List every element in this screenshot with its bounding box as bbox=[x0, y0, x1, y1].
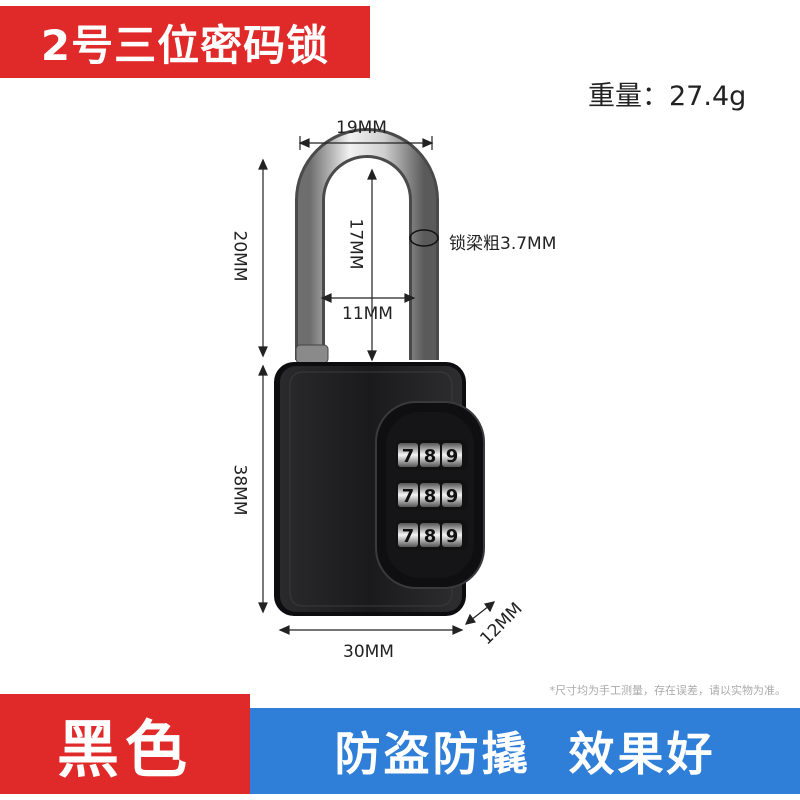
color-label: 黑色 bbox=[56, 713, 193, 786]
product-title: 2号三位密码锁 bbox=[40, 20, 330, 70]
dim-body-height: 38MM bbox=[229, 464, 250, 516]
slogan-text: 防盗防撬 效果好 bbox=[334, 727, 716, 781]
dial-wheels: 7 8 9 7 8 9 7 8 9 bbox=[396, 440, 468, 550]
dim-shackle-inner-height: 17MM bbox=[345, 218, 366, 270]
color-banner: 黑色 bbox=[0, 694, 250, 794]
dial-digit: 9 bbox=[446, 526, 459, 547]
dial-digit: 7 bbox=[402, 486, 415, 507]
thickness-marker bbox=[409, 229, 439, 247]
dial-digit: 8 bbox=[424, 446, 437, 467]
dial-digit: 7 bbox=[402, 526, 415, 547]
dial-wheel bbox=[396, 440, 468, 470]
dim-body-width: 30MM bbox=[343, 642, 394, 662]
dim-shackle-height: 20MM bbox=[229, 230, 250, 282]
dim-shackle-inner-width: 11MM bbox=[342, 304, 393, 324]
dial-digit: 9 bbox=[446, 486, 459, 507]
dial-digit: 9 bbox=[446, 446, 459, 467]
measurement-note: *尺寸均为手工测量，存在误差，请以实物为准。 bbox=[549, 684, 787, 697]
dial-wheel bbox=[396, 520, 468, 550]
slogan-banner: 防盗防撬 效果好 bbox=[250, 708, 800, 794]
dial-digit: 7 bbox=[402, 446, 415, 467]
dial-digit: 8 bbox=[424, 486, 437, 507]
dim-shackle-thickness: 锁梁粗3.7MM bbox=[449, 234, 557, 254]
weight-label: 重量：27.4g bbox=[588, 81, 747, 112]
dimension-lines bbox=[258, 136, 496, 635]
dial-wheel bbox=[396, 480, 468, 510]
title-banner: 2号三位密码锁 bbox=[0, 6, 370, 78]
dim-shackle-width: 19MM bbox=[336, 118, 387, 138]
dial-digit: 8 bbox=[424, 526, 437, 547]
